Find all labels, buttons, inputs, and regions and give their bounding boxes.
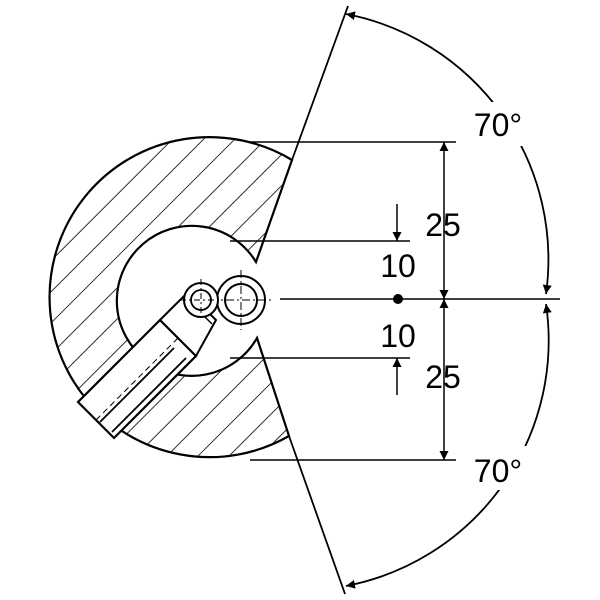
dim-label-10-upper: 10 [380, 248, 416, 284]
angle-bottom-label-bg [462, 446, 534, 490]
angle-limit-bottom [288, 435, 346, 595]
dim-label-25-lower: 25 [425, 359, 461, 395]
connector-pipe-wall [99, 347, 175, 423]
dim-label-10-lower: 10 [380, 318, 416, 354]
angle-limit-top [291, 5, 349, 161]
connector-pipe-wall [111, 357, 187, 433]
angle-bottom-label: 70° [474, 453, 522, 489]
center-point [393, 294, 403, 304]
angle-arc-bottom [345, 303, 552, 589]
angle-top-label-bg [462, 102, 534, 146]
pipe-circle-inner [224, 283, 258, 317]
angle-top-label: 70° [474, 107, 522, 143]
angle-arc-top [345, 11, 552, 295]
dim-label-25-upper: 25 [425, 207, 461, 243]
